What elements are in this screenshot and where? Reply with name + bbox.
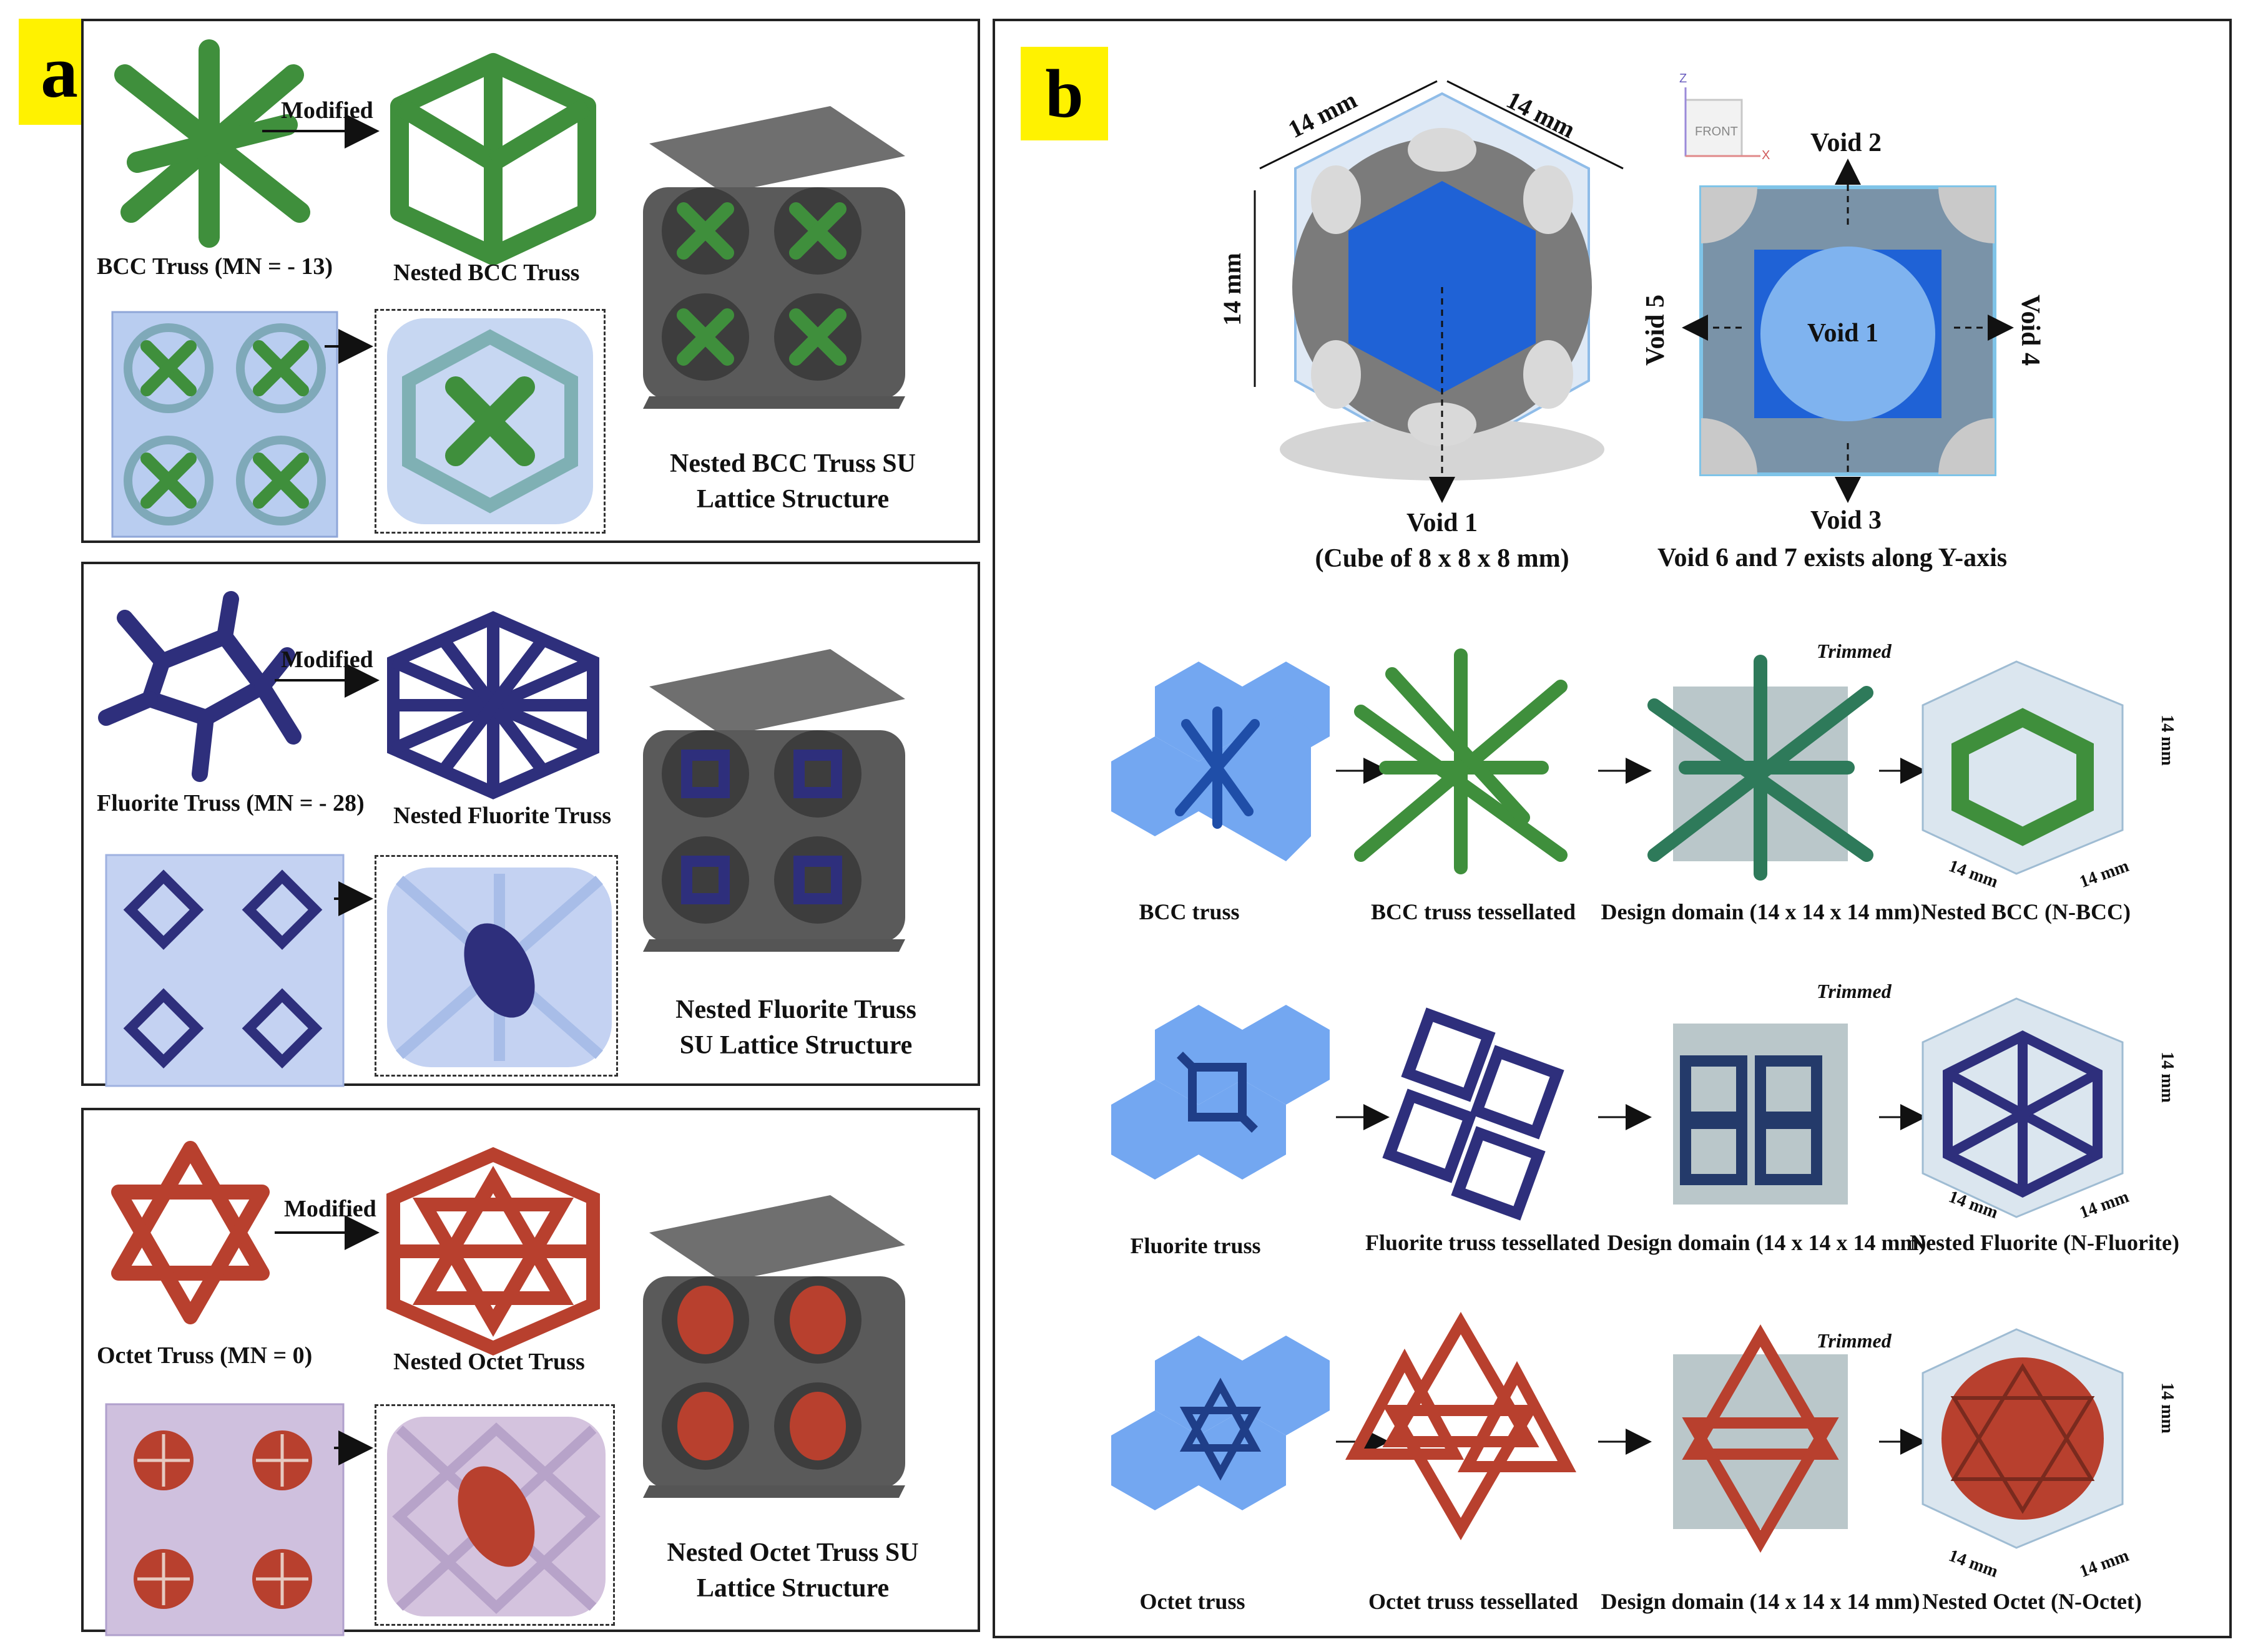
void1-label: Void 1 <box>1807 319 1879 348</box>
nested-fluorite-icon <box>387 611 599 799</box>
octet-structure-line2: Lattice Structure <box>696 1573 890 1603</box>
fluorite-structure-caption: Nested Fluorite Truss SU Lattice Structu… <box>631 992 961 1063</box>
octet-su-structure-art <box>643 1195 905 1498</box>
step2-label-fluorite: Fluorite truss tessellated <box>1365 1230 1600 1255</box>
void5-label: Void 5 <box>1641 294 1671 366</box>
fluorite-truss-icon <box>98 591 302 782</box>
axis-z-label: Z <box>1679 72 1687 86</box>
process-row-octet-art <box>1111 1312 2124 1553</box>
bcc-cell-inset-art <box>387 318 593 524</box>
dim-left: 14 mm <box>1217 253 1246 326</box>
nested-octet-icon <box>386 1146 600 1356</box>
void4-label: Void 4 <box>2016 294 2045 366</box>
void1-caption: Void 1 (Cube of 8 x 8 x 8 mm) <box>1286 506 1598 576</box>
step3-label-bcc: Design domain (14 x 14 x 14 mm) <box>1601 899 1920 924</box>
fluorite-truss-label: Fluorite Truss (MN = - 28) <box>97 790 365 816</box>
void67-note: Void 6 and 7 exists along Y-axis <box>1657 544 2008 572</box>
nested-bcc-icon <box>390 53 596 265</box>
front-view-art <box>1682 87 2014 503</box>
fluorite-structure-line1: Nested Fluorite Truss <box>675 995 916 1024</box>
void2-label: Void 2 <box>1810 129 1882 157</box>
step2-label-octet: Octet truss tessellated <box>1368 1589 1578 1614</box>
octet-truss-label: Octet Truss (MN = 0) <box>97 1342 313 1369</box>
modified-label-fluorite: Modified <box>281 647 373 673</box>
dim-c-bcc: 14 mm <box>2157 715 2177 766</box>
bcc-su-structure-art <box>643 106 905 409</box>
bcc-cell-inset <box>375 309 606 534</box>
dim-c-fluorite: 14 mm <box>2157 1052 2177 1103</box>
nested-bcc-label: Nested BCC Truss <box>393 260 580 286</box>
panel-b-badge: b <box>1021 47 1108 140</box>
trimmed-label-bcc: Trimmed <box>1817 640 1892 662</box>
step4-label-bcc: Nested BCC (N-BCC) <box>1921 899 2131 924</box>
process-row-bcc-art <box>1111 648 2124 881</box>
dim-c-octet: 14 mm <box>2157 1382 2177 1434</box>
bcc-truss-label: BCC Truss (MN = - 13) <box>97 253 333 280</box>
octet-cell-inset <box>375 1404 615 1626</box>
nested-octet-label: Nested Octet Truss <box>393 1349 585 1375</box>
bcc-structure-caption: Nested BCC Truss SU Lattice Structure <box>631 446 955 517</box>
void1-caption-line1: Void 1 <box>1406 509 1478 537</box>
modified-label-octet: Modified <box>284 1196 376 1222</box>
octet-structure-caption: Nested Octet Truss SU Lattice Structure <box>631 1535 955 1606</box>
octet-cell-inset-art <box>387 1417 606 1616</box>
axis-x-label: X <box>1762 149 1770 162</box>
nested-fluorite-label: Nested Fluorite Truss <box>393 803 612 829</box>
step1-label-bcc: BCC truss <box>1139 899 1240 924</box>
octet-truss-icon <box>111 1141 270 1324</box>
octet-lattice-thumbnail <box>105 1403 345 1636</box>
bcc-structure-line1: Nested BCC Truss SU <box>670 449 916 478</box>
process-row-fluorite-art <box>1111 997 2124 1221</box>
step2-label-bcc: BCC truss tessellated <box>1371 899 1576 924</box>
modified-label-bcc: Modified <box>281 97 373 124</box>
viewcube-front-label: FRONT <box>1695 125 1738 139</box>
bcc-lattice-thumbnail <box>111 311 338 538</box>
fluorite-structure-line2: SU Lattice Structure <box>679 1030 913 1060</box>
bcc-structure-line2: Lattice Structure <box>696 484 890 514</box>
void1-caption-line2: (Cube of 8 x 8 x 8 mm) <box>1315 544 1569 573</box>
fluorite-su-structure-art <box>643 649 905 952</box>
void3-label: Void 3 <box>1810 506 1882 535</box>
octet-structure-line1: Nested Octet Truss SU <box>667 1538 919 1567</box>
step4-label-fluorite: Nested Fluorite (N-Fluorite) <box>1910 1230 2179 1255</box>
fluorite-cell-inset-art <box>387 868 612 1067</box>
trimmed-label-fluorite: Trimmed <box>1817 980 1892 1002</box>
step4-label-octet: Nested Octet (N-Octet) <box>1922 1589 2142 1614</box>
fluorite-cell-inset <box>375 855 618 1077</box>
unit-cell-art <box>1254 80 1624 503</box>
step3-label-octet: Design domain (14 x 14 x 14 mm) <box>1601 1589 1920 1614</box>
trimmed-label-octet: Trimmed <box>1817 1329 1892 1352</box>
step1-label-octet: Octet truss <box>1139 1589 1245 1614</box>
fluorite-lattice-thumbnail <box>105 854 345 1087</box>
step3-label-fluorite: Design domain (14 x 14 x 14 mm) <box>1607 1230 1927 1255</box>
step1-label-fluorite: Fluorite truss <box>1130 1233 1261 1258</box>
